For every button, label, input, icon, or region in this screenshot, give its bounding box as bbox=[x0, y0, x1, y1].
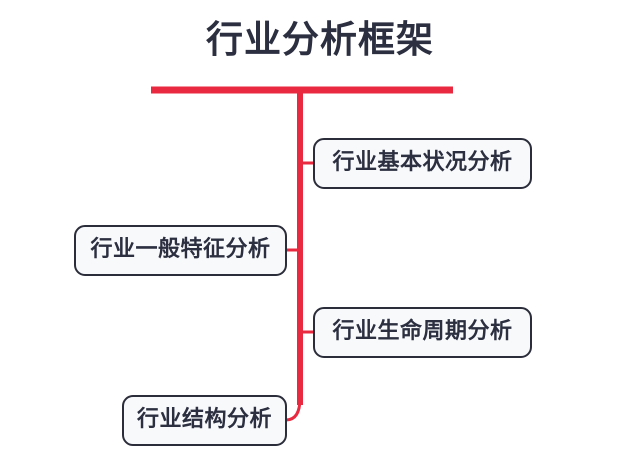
node-label: 行业生命周期分析 bbox=[332, 318, 513, 344]
node-label: 行业结构分析 bbox=[136, 406, 272, 432]
page-title: 行业分析框架 bbox=[206, 18, 434, 61]
node-industry-life-cycle[interactable]: 行业生命周期分析 bbox=[313, 307, 532, 358]
node-label: 行业一般特征分析 bbox=[90, 236, 271, 262]
node-industry-basic-status[interactable]: 行业基本状况分析 bbox=[313, 138, 532, 189]
branch-to-node-3 bbox=[285, 397, 302, 422]
node-industry-general-features[interactable]: 行业一般特征分析 bbox=[74, 225, 287, 276]
node-industry-structure[interactable]: 行业结构分析 bbox=[122, 395, 287, 446]
node-label: 行业基本状况分析 bbox=[332, 149, 513, 175]
